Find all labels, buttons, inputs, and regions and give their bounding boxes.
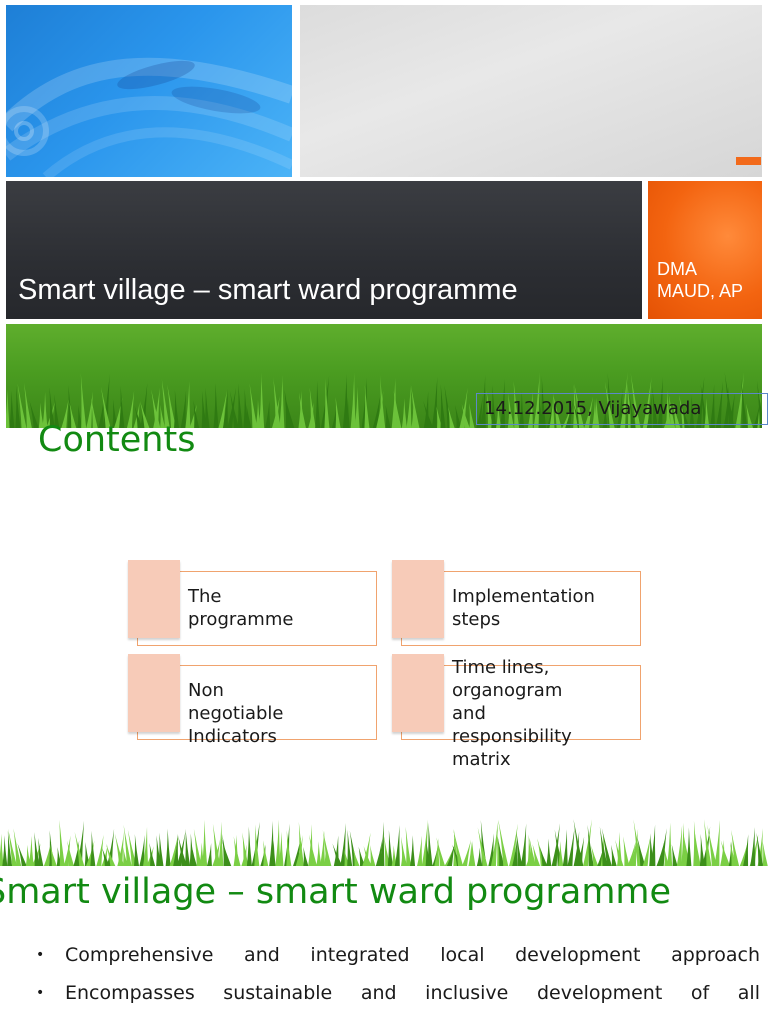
grass-banner-decoration — [0, 819, 768, 866]
item-line: Implementation — [452, 586, 595, 607]
grass-banner — [0, 808, 768, 866]
item-line: matrix — [452, 749, 511, 770]
org-line-dma: DMA — [657, 259, 697, 279]
item-label: The programme — [188, 585, 293, 631]
bullet-item: • Comprehensive and integrated local deve… — [36, 936, 760, 974]
item-line: Time lines, — [452, 657, 550, 678]
item-line: steps — [452, 609, 501, 630]
bullet-dot-icon: • — [36, 985, 45, 1001]
bullet-dot-icon: • — [36, 947, 45, 963]
item-line: Non negotiable — [188, 680, 284, 724]
contents-heading: Contents — [38, 420, 196, 460]
grey-texture-tile — [300, 5, 762, 177]
item-line: responsibility — [452, 726, 572, 747]
item-tab — [128, 560, 180, 638]
item-line: organogram and — [452, 680, 563, 724]
bullet-item: • Encompasses sustainable and inclusive d… — [36, 974, 760, 1012]
item-label: Time lines, organogram and responsibilit… — [452, 656, 572, 771]
item-tab — [392, 560, 444, 638]
green-grass-tile — [6, 324, 762, 428]
dark-title-tile — [6, 181, 642, 319]
title-slide: Smart village – smart ward programme DMA… — [0, 0, 768, 430]
bullet-text: Comprehensive and integrated local devel… — [65, 944, 760, 966]
bullet-text: Encompasses sustainable and inclusive de… — [65, 982, 760, 1004]
blue-swirl-tile — [6, 5, 292, 177]
programme-heading: Smart village – smart ward programme — [0, 872, 672, 912]
grass-decoration — [6, 371, 762, 428]
orange-accent-dash — [736, 157, 761, 165]
slide-title: Smart village – smart ward programme — [18, 274, 518, 306]
swirl-decoration — [6, 57, 292, 177]
item-tab — [392, 654, 444, 732]
programme-bullets: • Comprehensive and integrated local deve… — [36, 936, 760, 1012]
item-tab — [128, 654, 180, 732]
item-line: Indicators — [188, 726, 277, 747]
item-label: Implementation steps — [452, 585, 595, 631]
orange-tile — [648, 181, 762, 319]
item-line: The programme — [188, 586, 294, 630]
item-label: Non negotiable Indicators — [188, 679, 284, 748]
date-place-label: 14.12.2015, Vijayawada — [484, 398, 702, 419]
org-line-maud: MAUD, AP — [657, 281, 744, 301]
organisation-label: DMA MAUD, AP — [657, 258, 743, 302]
